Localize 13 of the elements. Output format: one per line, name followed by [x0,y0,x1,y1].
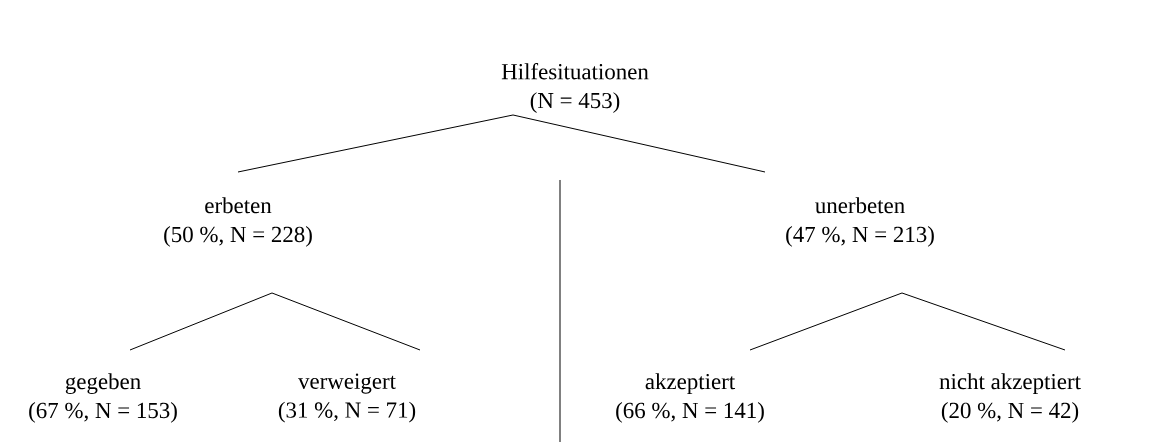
tree-node-label: erbeten (50 %, N = 228) [164,197,312,247]
branch-line [237,114,514,173]
tree-node-label: verweigert (31 %, N = 71) [278,373,416,423]
tree-node-label: nicht akzeptiert (20 %, N = 42) [939,373,1081,423]
tree-node-label: akzeptiert (66 %, N = 141) [616,373,764,423]
tree-node-label: gegeben (67 %, N = 153) [29,373,177,423]
branch-line [749,292,903,351]
branch-line [901,292,1066,351]
tree-node-label: Hilfesituationen (N = 453) [501,63,649,113]
tree-node-label: unerbeten (47 %, N = 213) [786,197,934,247]
branch-line [512,114,766,173]
branch-line [129,292,273,351]
branch-line [271,292,421,351]
